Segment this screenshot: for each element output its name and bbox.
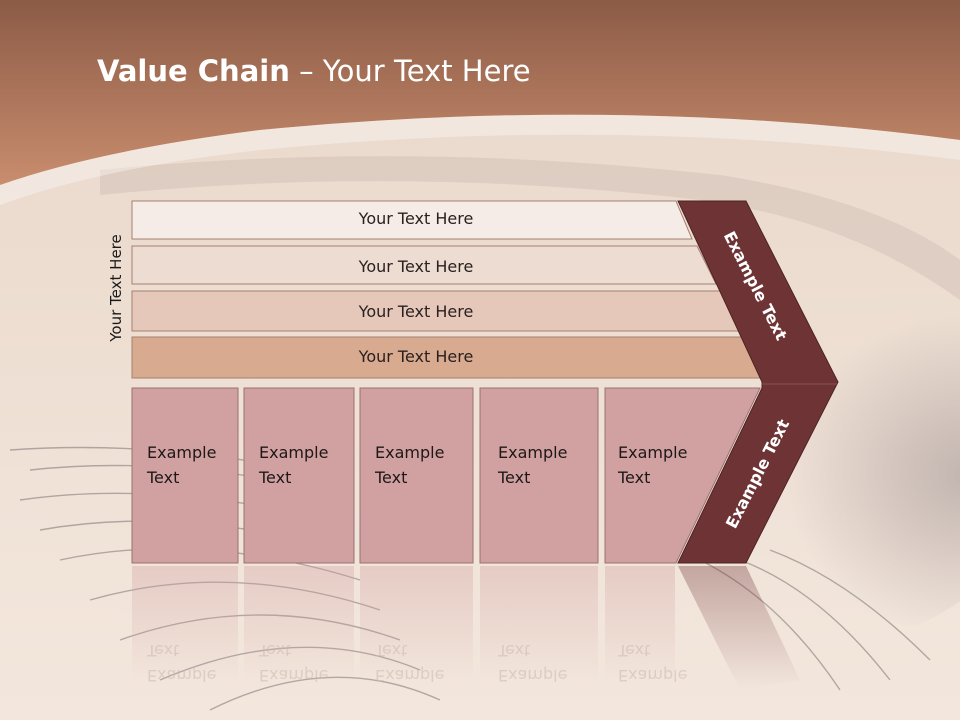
cell-box-5	[604, 387, 761, 564]
chevron-arrow	[677, 200, 839, 564]
cell-box-2	[243, 387, 355, 564]
row-label-4: Your Text Here	[358, 347, 474, 366]
diagram-reflection	[132, 566, 800, 690]
row-label-3: Your Text Here	[358, 302, 474, 321]
title-bold: Value Chain	[97, 54, 290, 88]
row-label-1: Your Text Here	[358, 209, 474, 228]
cell-box-1	[131, 387, 239, 564]
slide-title: Value Chain – Your Text Here	[97, 54, 531, 88]
cell-box-3	[359, 387, 474, 564]
cell-box-4	[479, 387, 599, 564]
row-bar-1	[131, 200, 693, 240]
row-label-2: Your Text Here	[358, 257, 474, 276]
title-rest: – Your Text Here	[289, 54, 531, 88]
